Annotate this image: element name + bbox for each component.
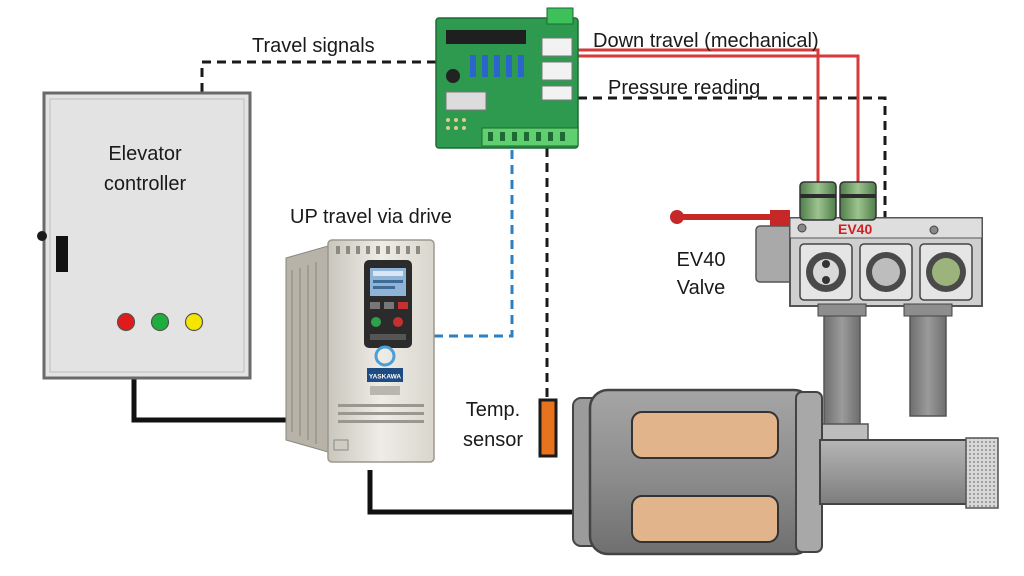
- motor-window-bottom: [631, 495, 779, 543]
- temp-label-line1: Temp.: [466, 399, 520, 421]
- drive-ring-icon: [374, 345, 396, 367]
- motor-shaft-knurl: [965, 437, 999, 509]
- hydraulic-motor: [572, 311, 999, 556]
- controller-label-line1: Elevator: [108, 143, 182, 165]
- outlet-pipe: [823, 311, 861, 431]
- up-travel-label: UP travel via drive: [290, 206, 452, 228]
- drive-button-2[interactable]: [384, 302, 394, 309]
- valve-lever-knob[interactable]: [670, 210, 684, 224]
- temp-label-line2: sensor: [463, 429, 523, 451]
- solenoid-wire-1: [576, 48, 820, 182]
- valve-badge: EV40: [838, 221, 872, 237]
- drive-button-3[interactable]: [398, 302, 408, 309]
- lamp-yellow: [184, 312, 204, 332]
- drive-stop-button[interactable]: [393, 317, 403, 327]
- drive-button-1[interactable]: [370, 302, 380, 309]
- return-pipe: [909, 299, 947, 417]
- variable-frequency-drive: YASKAWA: [285, 239, 435, 463]
- temp-sensor: [538, 398, 558, 458]
- elevator-controller: [37, 91, 252, 380]
- controller-drive-cable: [131, 378, 290, 423]
- drive-link-line: [432, 150, 514, 338]
- cabinet-hinge: [37, 231, 47, 241]
- labels: Travel signals Down travel (mechanical) …: [104, 30, 819, 451]
- pressure-reading-line: [578, 96, 887, 228]
- wiring: [131, 48, 887, 515]
- pressure-reading-label: Pressure reading: [608, 77, 760, 99]
- control-pcb: [435, 7, 579, 149]
- lamp-red: [116, 312, 136, 332]
- down-travel-label: Down travel (mechanical): [593, 30, 819, 52]
- solenoid-coil-2: [839, 181, 877, 221]
- solenoid-coil-1: [799, 181, 837, 221]
- valve-label-line2: Valve: [677, 277, 726, 299]
- drive-brand: YASKAWA: [369, 374, 402, 381]
- drive-run-button[interactable]: [371, 317, 381, 327]
- travel-signals-line: [200, 60, 440, 92]
- travel-signals-label: Travel signals: [252, 35, 375, 57]
- valve-label-line1: EV40: [677, 249, 726, 271]
- lamp-green: [150, 312, 170, 332]
- cabinet-handle[interactable]: [56, 236, 68, 272]
- ev40-valve: EV40: [670, 181, 983, 417]
- controller-label-line2: controller: [104, 173, 187, 195]
- drive-motor-cable: [367, 470, 575, 515]
- solenoid-wire-2: [576, 54, 860, 182]
- motor-window-top: [631, 411, 779, 459]
